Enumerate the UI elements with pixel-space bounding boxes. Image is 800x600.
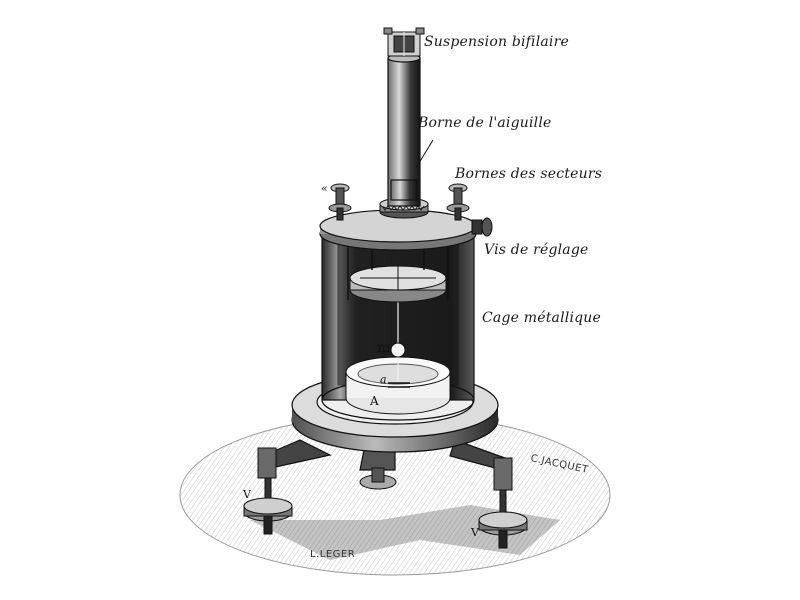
marker-v-right: V bbox=[471, 526, 479, 539]
needle-a bbox=[388, 382, 410, 388]
adjusting-screw bbox=[471, 217, 493, 237]
marker-left-terminal: « bbox=[321, 182, 328, 195]
marker-m: m bbox=[377, 340, 391, 356]
label-bornes-secteurs: Bornes des secteurs bbox=[455, 166, 603, 182]
marker-v-left: V bbox=[243, 488, 251, 501]
marker-a: a bbox=[380, 373, 387, 386]
leader-line-borne-aiguille bbox=[415, 139, 434, 169]
bifilar-head bbox=[383, 27, 425, 57]
signature-engraver: L.LEGER bbox=[310, 549, 356, 560]
label-vis-reglage: Vis de réglage bbox=[484, 242, 589, 258]
suspension-column bbox=[387, 53, 421, 207]
label-suspension-bifilaire: Suspension bifilaire bbox=[424, 34, 569, 50]
label-borne-aiguille: Borne de l'aiguille bbox=[418, 115, 552, 131]
leveling-screw-right bbox=[478, 457, 528, 549]
marker-A: A bbox=[370, 394, 379, 408]
mass-m bbox=[390, 342, 406, 358]
sector-terminal-left bbox=[328, 183, 352, 221]
sector-terminal-right bbox=[446, 183, 470, 221]
quadrant-sectors bbox=[349, 265, 447, 303]
label-cage-metallique: Cage métallique bbox=[482, 310, 601, 326]
top-plate bbox=[319, 209, 477, 251]
leveling-screw-left bbox=[243, 447, 293, 535]
front-foot bbox=[359, 467, 397, 490]
